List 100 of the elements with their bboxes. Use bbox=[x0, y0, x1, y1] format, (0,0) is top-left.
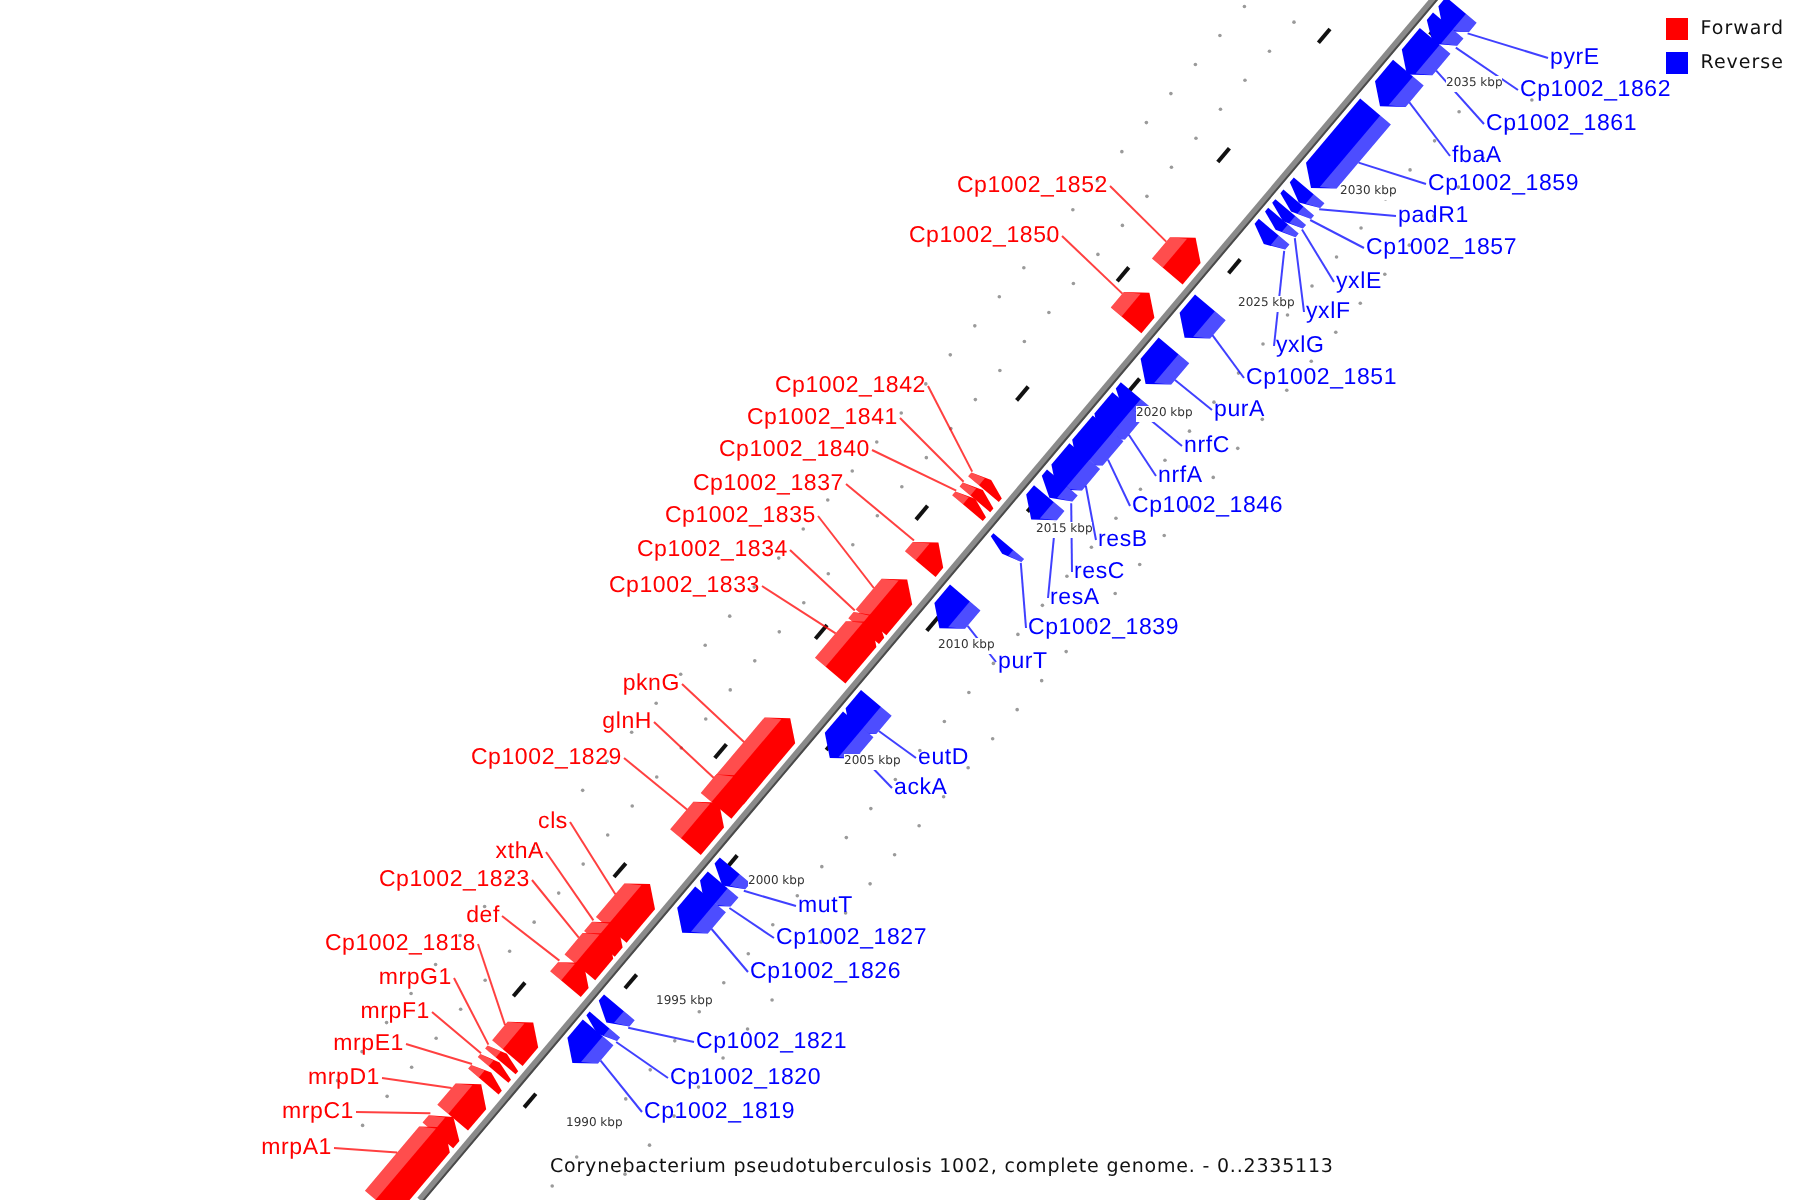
leader-line bbox=[355, 1111, 432, 1115]
leader-line bbox=[599, 1059, 643, 1113]
gene-label: yxlE bbox=[1336, 266, 1382, 298]
gene-label: mrpE1 bbox=[333, 1028, 404, 1060]
leader-line bbox=[761, 585, 837, 635]
gene-label: Cp1002_1861 bbox=[1486, 108, 1638, 140]
gene-block bbox=[1140, 337, 1190, 385]
leader-line bbox=[1127, 433, 1157, 477]
gene-label: Cp1002_1842 bbox=[774, 370, 926, 402]
leader-line bbox=[845, 483, 915, 542]
leader-line bbox=[871, 449, 958, 492]
legend-label: Reverse bbox=[1700, 50, 1784, 78]
gene-block bbox=[670, 801, 724, 855]
leader-line bbox=[627, 1026, 695, 1043]
gene-block bbox=[952, 491, 986, 521]
gene-block bbox=[959, 482, 994, 513]
gene-block bbox=[677, 886, 726, 934]
gene-label: yxlG bbox=[1276, 330, 1325, 362]
gene-block bbox=[550, 962, 589, 997]
gene-block bbox=[1051, 443, 1100, 491]
gene-label: cls bbox=[538, 806, 568, 838]
gene-block bbox=[1072, 415, 1124, 466]
gene-label: pknG bbox=[622, 668, 680, 700]
gene-block bbox=[700, 871, 739, 907]
gene-block bbox=[1265, 207, 1299, 238]
leader-line bbox=[569, 821, 617, 896]
gene-label: Cp1002_1821 bbox=[696, 1026, 848, 1058]
gene-label: mrpA1 bbox=[261, 1132, 332, 1164]
gene-block bbox=[437, 1083, 487, 1131]
gene-block bbox=[1026, 485, 1065, 521]
leader-line bbox=[1293, 237, 1305, 313]
leader-line bbox=[333, 1147, 399, 1154]
caption: Corynebacterium pseudotuberculosis 1002, complete genome. - 0..2335113 bbox=[550, 1154, 1334, 1180]
gene-label: Cp1002_1840 bbox=[718, 434, 870, 466]
gene-block bbox=[564, 933, 614, 981]
leader-line bbox=[477, 943, 506, 1026]
gene-block bbox=[1289, 177, 1325, 208]
gene-label: Cp1002_1850 bbox=[908, 220, 1060, 252]
gene-block bbox=[700, 774, 747, 819]
gene-label: nrfA bbox=[1158, 460, 1203, 492]
leader-line bbox=[381, 1077, 453, 1089]
leader-line bbox=[1318, 208, 1397, 217]
leader-line bbox=[1211, 334, 1245, 379]
gene-block bbox=[1179, 294, 1226, 339]
gene-label: mrpD1 bbox=[307, 1062, 380, 1094]
gene-label: mrpF1 bbox=[360, 996, 430, 1028]
leader-line bbox=[789, 549, 856, 612]
leader-line bbox=[623, 757, 688, 811]
leader-line bbox=[710, 928, 749, 973]
leader-line bbox=[1301, 228, 1335, 283]
gene-label: eutD bbox=[918, 742, 969, 774]
leader-line bbox=[927, 385, 974, 473]
leader-line bbox=[405, 1043, 473, 1065]
gene-block bbox=[1375, 59, 1424, 107]
gene-label: mrpG1 bbox=[378, 962, 452, 994]
gene-label: Cp1002_1819 bbox=[644, 1096, 796, 1128]
gene-block bbox=[477, 1054, 511, 1083]
gene-block bbox=[1280, 189, 1314, 219]
leader-line bbox=[1309, 219, 1365, 249]
gene-block bbox=[1426, 12, 1464, 46]
leader-line bbox=[1084, 484, 1097, 541]
leader-line bbox=[615, 1041, 669, 1079]
gene-block bbox=[1306, 98, 1391, 189]
leader-line bbox=[1466, 32, 1549, 59]
gene-block bbox=[905, 542, 944, 577]
gene-label: Cp1002_1852 bbox=[956, 170, 1108, 202]
gene-label: Cp1002_1841 bbox=[746, 402, 898, 434]
gene-block bbox=[714, 857, 751, 890]
leader-line bbox=[1061, 235, 1124, 295]
leader-line bbox=[545, 851, 595, 922]
leader-line bbox=[1273, 249, 1286, 347]
gene-block bbox=[1401, 28, 1451, 76]
gene-block bbox=[468, 1065, 502, 1095]
gene-block bbox=[586, 1011, 620, 1041]
leader-line bbox=[653, 721, 715, 779]
gene-label: purA bbox=[1214, 394, 1265, 426]
leader-line bbox=[817, 515, 875, 589]
gene-block bbox=[968, 472, 1002, 502]
gene-label: padR1 bbox=[1398, 200, 1469, 232]
gene-block bbox=[824, 711, 874, 759]
gene-label: Cp1002_1839 bbox=[1028, 612, 1180, 644]
gene-label: Cp1002_1823 bbox=[378, 864, 530, 896]
gene-block bbox=[598, 994, 635, 1027]
gene-block bbox=[485, 1045, 519, 1075]
gene-block bbox=[596, 883, 655, 943]
gene-block bbox=[1152, 237, 1201, 285]
gene-label: Cp1002_1846 bbox=[1132, 490, 1284, 522]
gene-label: fbaA bbox=[1452, 140, 1502, 172]
gene-block bbox=[1254, 218, 1290, 250]
gene-block bbox=[1041, 469, 1078, 502]
gene-label: Cp1002_1857 bbox=[1366, 232, 1518, 264]
gene-label: resA bbox=[1050, 582, 1100, 614]
leader-line bbox=[742, 889, 797, 907]
gene-label: ackA bbox=[894, 772, 948, 804]
leader-line bbox=[681, 683, 745, 743]
gene-label: pyrE bbox=[1550, 42, 1600, 74]
gene-label: resC bbox=[1074, 556, 1125, 588]
leader-line bbox=[501, 915, 561, 962]
gene-label: glnH bbox=[602, 706, 652, 738]
leader-line bbox=[1019, 561, 1027, 629]
